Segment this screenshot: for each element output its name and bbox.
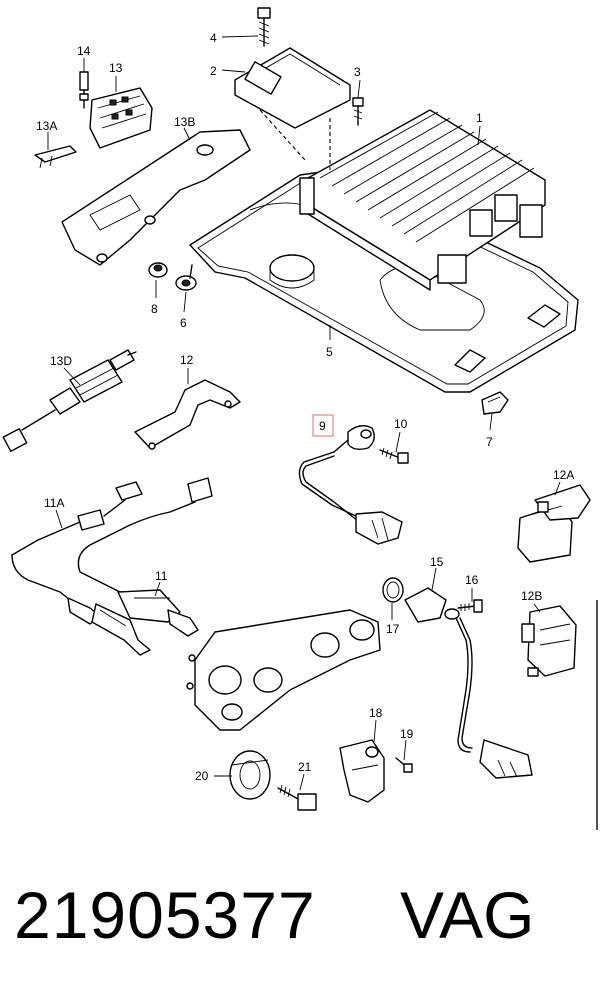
callout-19: 19 [400,727,414,741]
connector-13 [89,87,153,149]
callout-13: 13 [109,61,123,75]
sensor-18 [339,739,385,803]
exhaust-manifold [186,609,381,731]
sensor-13d [2,349,137,452]
callout-2: 2 [210,64,217,78]
callout-15: 15 [430,555,444,569]
nut-6 [175,264,197,291]
footer: 21905377 VAG [0,870,600,960]
bolt-10 [379,447,409,464]
callout-9: 9 [319,419,326,433]
highlight-box [312,414,334,437]
callout-labels: 4 2 3 1 14 13 13A 13B 8 6 5 7 13D 12 9 1… [36,31,574,783]
o-ring-17 [382,577,404,603]
screw-3 [352,97,364,126]
callout-11: 11 [155,569,168,583]
bracket-13b [61,129,251,266]
callout-11a: 11A [44,496,64,510]
callout-5: 5 [326,345,333,359]
callout-21: 21 [298,760,312,774]
callout-1: 1 [476,111,483,125]
callout-12: 12 [180,353,194,367]
valve-12b [521,605,577,677]
page-edge-line [596,600,598,830]
terminal-14 [79,71,89,109]
clip-13a [34,145,77,169]
leader-lines [47,35,561,791]
control-unit [299,109,546,291]
callout-4: 4 [210,31,217,45]
sensor-15 [404,587,533,779]
callout-6: 6 [180,316,187,330]
knock-sensor-9 [298,425,403,545]
callout-13a: 13A [36,119,57,133]
callout-20: 20 [195,769,209,783]
clip-7 [481,391,509,415]
callout-12b: 12B [521,589,542,603]
part-number: 21905377 [14,878,316,952]
sensor-ring-20 [229,750,271,800]
callout-16: 16 [465,573,479,587]
brand-name: VAG [400,878,535,952]
callout-12a: 12A [553,468,574,482]
callout-3: 3 [354,65,361,79]
callout-14: 14 [77,44,91,58]
callout-10: 10 [394,417,408,431]
bolt-16 [457,599,483,613]
callout-13d: 13D [50,354,72,368]
grommet-8 [148,262,168,278]
callout-7: 7 [486,435,493,449]
parts-exploded-diagram: 4 2 3 1 14 13 13A 13B 8 6 5 7 13D 12 9 1… [2,7,591,811]
airbag-module [234,47,351,170]
valve-12a [517,484,591,563]
screw-4 [257,7,271,47]
callout-8: 8 [151,302,158,316]
callout-13b: 13B [174,115,195,129]
bracket-12 [134,379,241,450]
sensor-11a [11,481,151,656]
callout-18: 18 [369,706,383,720]
sensor-11 [77,477,213,637]
bolt-21 [277,784,317,811]
callout-17: 17 [386,622,400,636]
bolt-19 [395,757,413,773]
